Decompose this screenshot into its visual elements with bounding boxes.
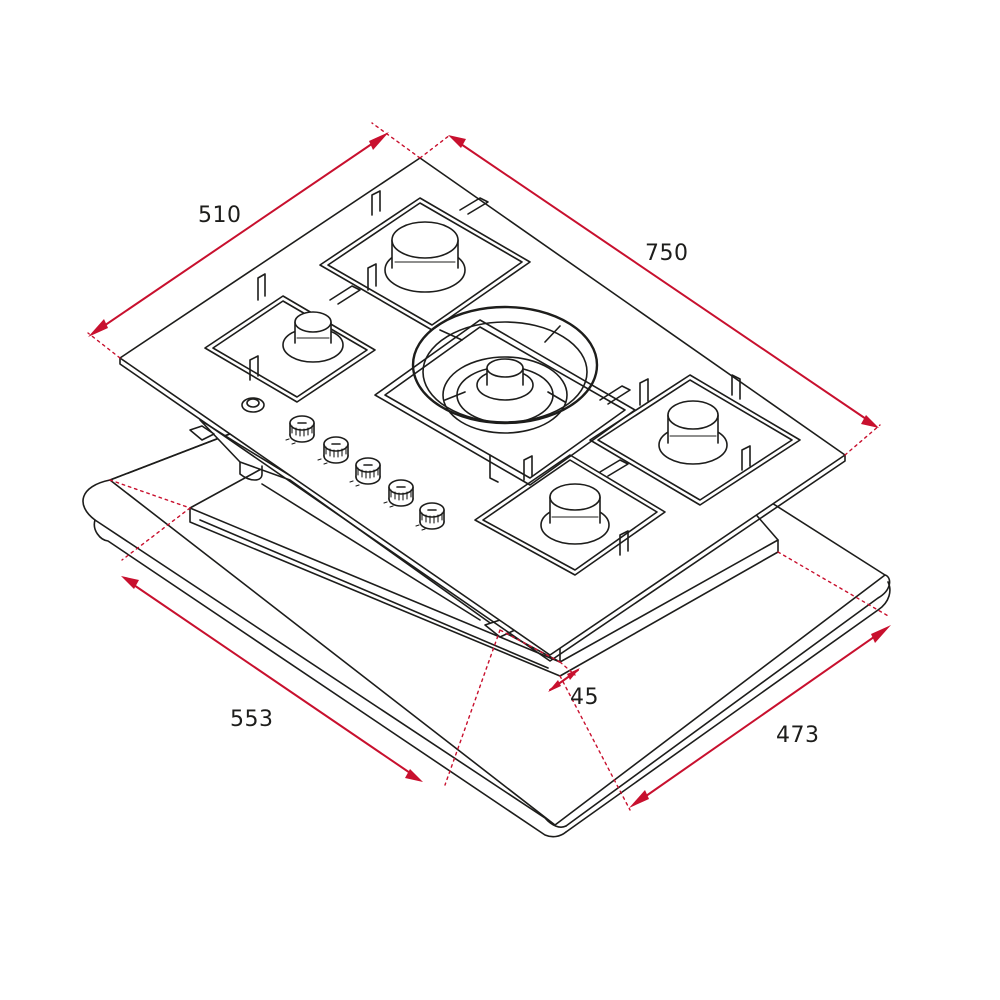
ignition-button — [241, 397, 265, 413]
dimension-473 — [629, 625, 891, 808]
label-cutout-depth: 473 — [776, 723, 820, 748]
burner-rear-left — [282, 311, 344, 363]
dimension-lines — [88, 132, 891, 808]
extension-lines — [87, 122, 891, 811]
dimension-labels: 510 750 553 473 45 — [198, 203, 820, 748]
dimension-750 — [448, 135, 879, 428]
burner-right — [658, 400, 728, 465]
label-cutout-width: 553 — [230, 707, 274, 732]
control-panel — [241, 397, 445, 531]
dimension-553 — [121, 576, 423, 782]
grate-front — [474, 454, 666, 576]
burners — [282, 221, 728, 545]
dimension-45 — [548, 668, 580, 692]
knob-5 — [419, 502, 445, 530]
label-hob-width: 750 — [645, 241, 689, 266]
dimension-510 — [88, 132, 389, 337]
burner-front — [540, 483, 610, 545]
label-cutout-offset: 45 — [570, 685, 599, 710]
knob-markings — [285, 438, 426, 531]
burner-center-wok — [411, 305, 599, 434]
knob-1 — [289, 415, 315, 443]
knob-4 — [388, 479, 414, 507]
grate-right — [589, 374, 801, 506]
pan-supports — [204, 190, 801, 576]
grate-rear-left — [204, 273, 376, 403]
knob-3 — [355, 457, 381, 485]
knob-2 — [323, 436, 349, 464]
burner-rear-center — [384, 221, 466, 293]
grate-rear-center — [319, 190, 531, 331]
label-hob-depth: 510 — [198, 203, 242, 228]
